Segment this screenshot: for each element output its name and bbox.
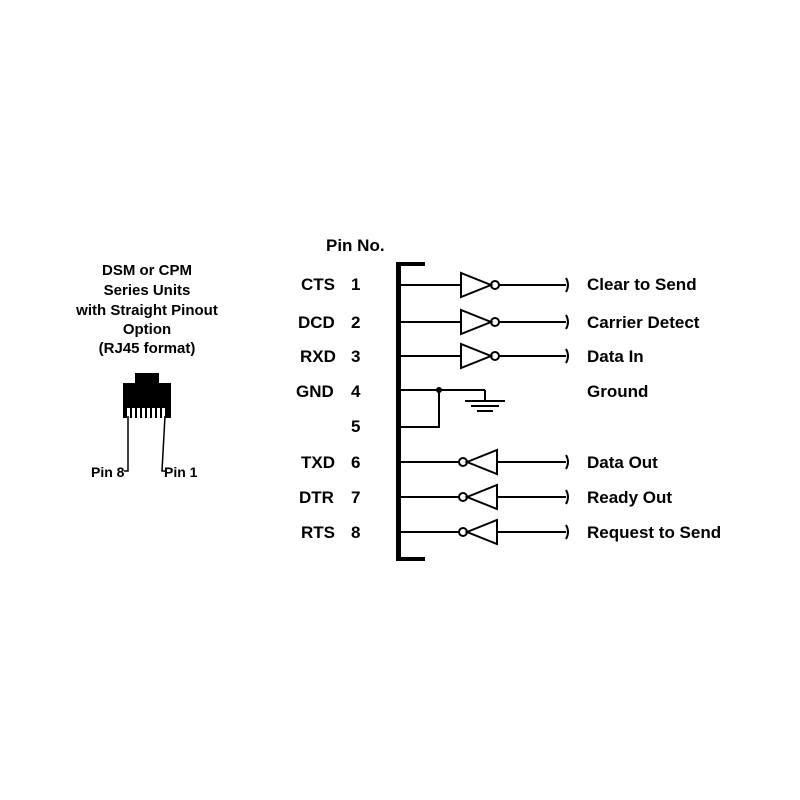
pin-number: 3 [351,347,360,366]
signal-label: GND [296,382,334,401]
signal-description: Ground [587,382,648,401]
inverter-left-icon [464,518,498,546]
ground-icon [465,400,505,412]
signal-label: RTS [301,523,335,542]
signal-label: CTS [301,275,335,294]
wire-break-icon [565,489,569,505]
connector-bracket [396,262,425,561]
pin-number: 4 [351,382,361,401]
caption-line: (RJ45 format) [99,340,196,357]
signal-description: Data Out [587,453,658,472]
ground-network [401,387,505,428]
signal-line-dtr [401,483,569,511]
signal-line-dcd [401,308,569,336]
caption-line: DSM or CPM [102,262,192,279]
caption-line: Option [123,321,171,338]
wire-break-icon [565,454,569,470]
pin-leader-lines [124,415,166,472]
pin-8-label: Pin 8 [91,464,125,480]
signal-label: TXD [301,453,335,472]
signal-line-rts [401,518,569,546]
pin-number: 5 [351,417,360,436]
signal-description: Clear to Send [587,275,697,294]
signal-labels: CTS DCD RXD GND TXD DTR RTS [296,275,336,542]
inverter-left-icon [464,483,498,511]
signal-label: RXD [300,347,336,366]
signal-description: Request to Send [587,523,721,542]
inverter-right-icon [460,308,494,336]
pin-1-label: Pin 1 [164,464,198,480]
signal-description: Data In [587,347,644,366]
signal-description: Carrier Detect [587,313,700,332]
caption-line: with Straight Pinout [75,302,218,319]
connector-caption: DSM or CPM Series Units with Straight Pi… [75,262,218,357]
pin-number: 6 [351,453,360,472]
caption-line: Series Units [104,282,191,299]
pin-header: Pin No. [326,236,385,255]
signal-descriptions: Clear to Send Carrier Detect Data In Gro… [587,275,721,542]
signal-line-rxd [401,342,569,370]
signal-label: DCD [298,313,335,332]
inverter-left-icon [464,448,498,476]
wire-break-icon [565,524,569,540]
signal-label: DTR [299,488,334,507]
wire-break-icon [565,314,569,330]
pin-numbers: 1 2 3 4 5 6 7 8 [351,275,361,542]
pin-number: 7 [351,488,360,507]
wire-break-icon [565,277,569,293]
rj45-jack-icon [123,373,171,418]
pin-number: 2 [351,313,360,332]
pin-number: 1 [351,275,360,294]
wire-break-icon [565,348,569,364]
signal-description: Ready Out [587,488,672,507]
pin-number: 8 [351,523,360,542]
inverter-right-icon [460,271,494,299]
inverter-right-icon [460,342,494,370]
signal-line-txd [401,448,569,476]
signal-line-cts [401,271,569,299]
